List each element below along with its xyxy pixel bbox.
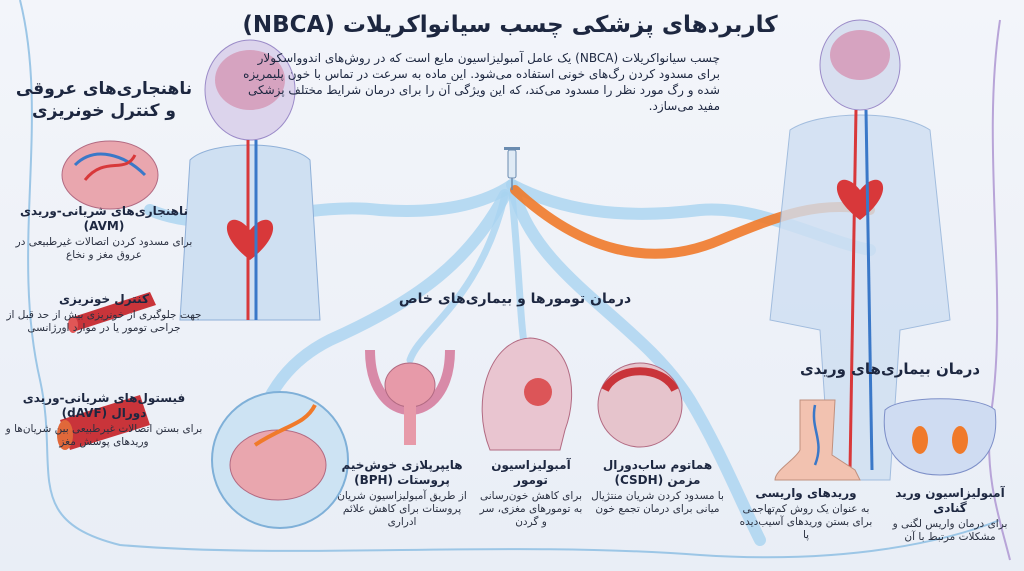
bph-item: هایپرپلازی خوش‌خیم پروستات (BPH) از طریق… [332,458,472,529]
csdh-desc: با مسدود کردن شریان منتژیال میانی برای د… [590,490,725,516]
bph-desc: از طریق آمبولیزاسیون شریان پروستات برای … [332,490,472,529]
intro-paragraph: چسب سیانواکریلات (NBCA) یک عامل آمبولیزا… [243,51,720,113]
avm-title: ناهنجاری‌های شریانی-وریدی (AVM) [20,204,188,233]
davf-title: فیستول‌های شریانی-وریدی دورال (dAVF) [4,391,204,421]
gonadal-desc: برای درمان واریس لگنی و مشکلات مرتبط با … [880,518,1020,544]
tumor-desc-line1: برای کاهش خون‌رسانی به [479,490,583,515]
csdh-desc-line1: با مسدود کردن شریان منتژیال [591,490,724,502]
avm-desc-line2: در عروق مغز و نخاع [15,236,142,261]
csdh-title-line1: هماتوم ساب‌دورال مزمن [602,458,713,487]
varicose-desc-line2: بستن وریدهای آسیب‌دیده پا [739,516,850,541]
bph-title-line1: هایپرپلازی خوش‌خیم [341,458,463,472]
leg-varicose-icon [774,399,861,481]
venous-heading: درمان بیماری‌های وریدی [799,360,981,378]
tumor-desc-line3: گردن [515,516,539,528]
tumor-embolization-item: آمبولیزاسیون تومور برای کاهش خون‌رسانی ب… [476,458,586,529]
davf-desc-line2: شریان‌ها و وریدهای پوشش مغز [5,423,149,448]
fistula-vessel-icon [57,395,150,450]
header: کاربردهای پزشکی چسب سیانواکریلات (NBCA) … [240,10,780,114]
csdh-title-line2: (CSDH) [614,473,664,487]
bph-desc-line2: پروستات برای کاهش علائم ادراری [342,503,462,528]
bleeding-desc-line2: از جراحی تومور یا در موارد اورژانسی [6,309,181,334]
tumor-desc-line2: تومورهای مغزی، سر و [479,503,571,528]
davf-title-line1: فیستول‌های شریانی-وریدی [22,391,186,405]
left-body-figure [179,39,321,321]
brain-hematoma-icon [597,362,683,448]
decorative-border-left [19,0,1001,559]
tumor-embolization-title: آمبولیزاسیون تومور [491,458,571,487]
prostate-icon [365,349,455,445]
bleeding-title: کنترل خونریزی [59,292,149,306]
right-body-figure [769,19,951,481]
vascular-heading: ناهنجاری‌های عروقی و کنترل خونریزی [4,78,204,122]
csdh-item: هماتوم ساب‌دورال مزمن (CSDH) با مسدود کر… [590,458,725,516]
varicose-item: وریدهای واریسی به عنوان یک روش کم‌تهاجمی… [735,486,877,542]
brain-glue-icon [211,391,349,529]
davf-desc: برای بستن اتصالات غیرطبیعی بین شریان‌ها … [4,423,204,449]
tumors-heading: درمان تومورها و بیماری‌های خاص [398,291,632,307]
vascular-heading-line1: ناهنجاری‌های عروقی [15,79,193,99]
davf-title-line2: دورال (dAVF) [61,406,147,420]
vascular-section: ناهنجاری‌های عروقی و کنترل خونریزی ناهنج… [4,78,204,449]
tumor-embolization-desc: برای کاهش خون‌رسانی به تومورهای مغزی، سر… [476,490,586,529]
page-title: کاربردهای پزشکی چسب سیانواکریلات (NBCA) [242,12,778,38]
bph-desc-line1: از طریق آمبولیزاسیون شریان [337,490,467,502]
head-tumor-icon [481,337,572,451]
bph-title: هایپرپلازی خوش‌خیم پروستات (BPH) [332,458,472,488]
csdh-desc-line2: میانی برای درمان تجمع خون [595,503,720,515]
bleeding-vessel-icon [68,292,156,333]
davf-desc-line1: برای بستن اتصالات غیرطبیعی بین [54,423,203,435]
gonadal-desc-line1: برای درمان واریس لگنی و [892,518,1008,530]
syringe-icon [504,147,520,190]
bleeding-desc: جهت جلوگیری از خونریزی بیش از حد قبل از … [4,309,204,335]
csdh-title: هماتوم ساب‌دورال مزمن (CSDH) [590,458,725,488]
bph-title-line2: پروستات (BPH) [354,473,450,487]
brain-avm-icon [61,140,159,210]
varicose-title: وریدهای واریسی [755,486,857,500]
varicose-desc: به عنوان یک روش کم‌تهاجمی برای بستن ورید… [735,503,877,542]
avm-desc: برای مسدود کردن اتصالات غیرطبیعی در عروق… [4,236,204,262]
vascular-heading-line2: و کنترل خونریزی [32,101,176,121]
gonadal-item: آمبولیزاسیون ورید گنادی برای درمان واریس… [880,486,1020,544]
gonadal-desc-line2: مشکلات مرتبط با آن [904,531,996,543]
avm-desc-line1: برای مسدود کردن اتصالات غیرطبیعی [28,236,193,248]
decorative-border-right [988,19,1011,561]
bleeding-desc-line1: جهت جلوگیری از خونریزی بیش از حد قبل [17,309,202,321]
varicose-desc-line1: به عنوان یک روش کم‌تهاجمی برای [742,503,873,528]
gonadal-title: آمبولیزاسیون ورید گنادی [895,486,1005,515]
pelvis-icon [883,398,997,476]
